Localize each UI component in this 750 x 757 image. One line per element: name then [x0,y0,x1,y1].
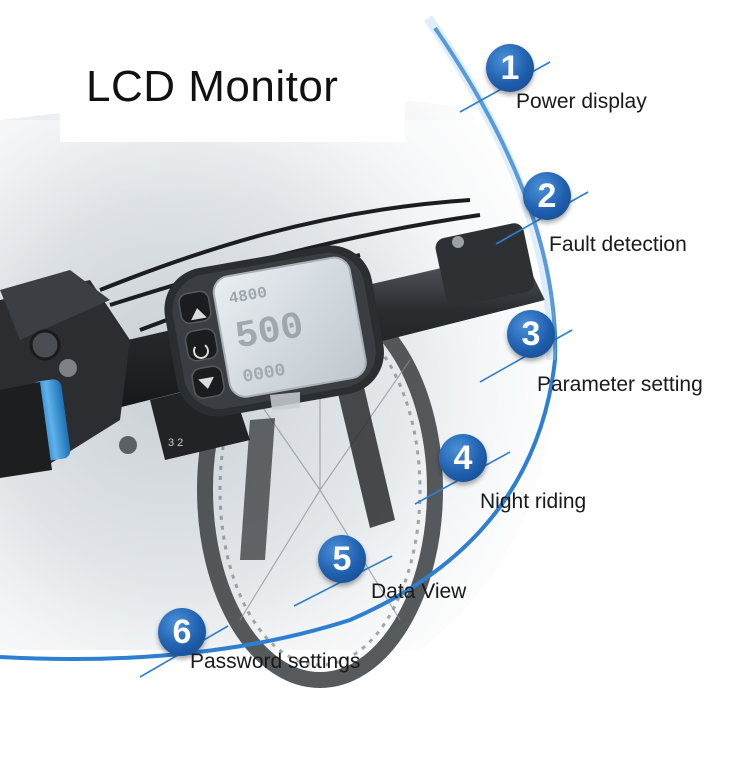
page-title: LCD Monitor [86,62,339,111]
feature-badge-4: 4 [439,434,487,482]
feature-badge-3: 3 [507,310,555,358]
feature-badge-6: 6 [158,608,206,656]
feature-label-parameter-setting: Parameter setting [537,373,703,396]
title-panel [60,40,405,142]
feature-label-fault-detection: Fault detection [549,233,687,256]
feature-badge-1: 1 [486,44,534,92]
feature-badge-5: 5 [318,535,366,583]
svg-text:3 2: 3 2 [168,437,183,449]
feature-label-night-riding: Night riding [480,490,587,513]
feature-badge-2: 2 [523,172,571,220]
feature-label-data-view: Data View [371,580,467,603]
feature-label-power-display: Power display [516,90,647,113]
feature-label-password-settings: Password settings [190,650,361,673]
